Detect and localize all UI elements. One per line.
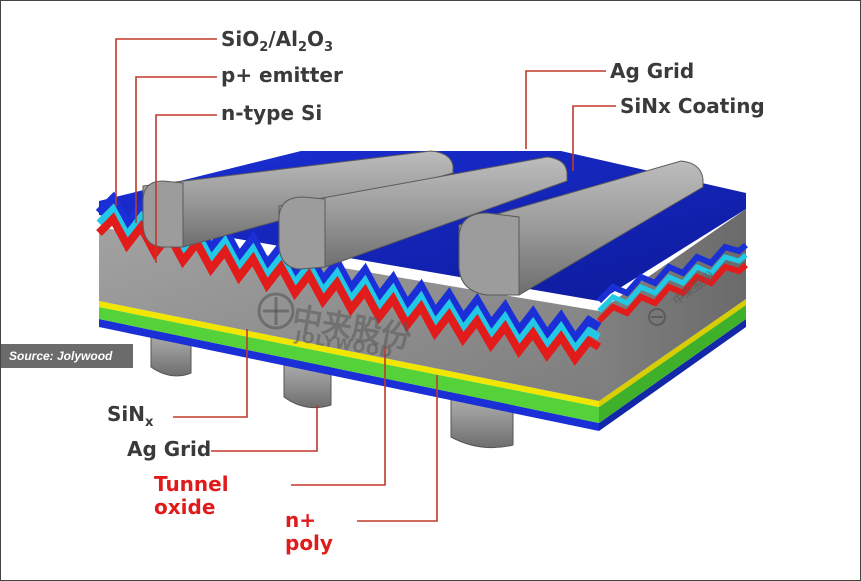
front-ag-fingers bbox=[142, 150, 704, 296]
leader-sinx-coating bbox=[572, 105, 616, 171]
jolywood-logo-mark bbox=[257, 292, 295, 330]
tunnel-oxide-side bbox=[599, 299, 746, 407]
label-ag-grid-rear: Ag Grid bbox=[127, 437, 212, 461]
label-tunnel-oxide: Tunnel oxide bbox=[154, 472, 229, 519]
leader-n-poly bbox=[357, 375, 438, 522]
tunnel-oxide-layer bbox=[99, 301, 599, 407]
side-zigzag-cyan bbox=[597, 253, 748, 313]
leader-ag-grid-top bbox=[525, 70, 606, 149]
n-poly-layer bbox=[99, 307, 599, 423]
side-zigzag-red bbox=[596, 262, 748, 324]
label-sio2-al2o3: SiO2/Al2O3 bbox=[221, 27, 334, 55]
source-credit: Source: Jolywood bbox=[1, 344, 133, 368]
side-logo-mark bbox=[648, 308, 666, 326]
p-emitter-zigzag bbox=[96, 212, 602, 366]
leader-sinx-bottom bbox=[173, 329, 248, 418]
n-poly-side bbox=[599, 305, 746, 423]
label-p-emitter: p+ emitter bbox=[221, 63, 343, 87]
silicon-body-side bbox=[599, 209, 746, 401]
leader-sio2 bbox=[115, 38, 217, 206]
rear-layer-stack bbox=[99, 299, 746, 431]
leader-lines bbox=[115, 38, 616, 522]
label-sinx-rear: SiNx bbox=[107, 402, 154, 430]
rear-sinx-side bbox=[599, 319, 746, 431]
leader-n-type bbox=[155, 114, 217, 263]
alox-zigzag bbox=[96, 203, 601, 356]
rear-sinx-layer bbox=[99, 319, 599, 431]
side-zigzag-blue bbox=[596, 242, 748, 304]
top-finger-3-cap bbox=[458, 212, 520, 296]
top-finger-2-cap bbox=[278, 196, 326, 270]
silicon-body-front bbox=[99, 227, 599, 401]
leader-tunnel-oxide bbox=[291, 347, 386, 486]
label-n-plus-poly: n+ poly bbox=[285, 508, 333, 555]
top-finger-1-cap bbox=[142, 180, 184, 248]
leader-p-emitter bbox=[135, 76, 217, 223]
leader-ag-grid-bottom bbox=[211, 405, 318, 452]
label-n-type-si: n-type Si bbox=[221, 101, 323, 125]
label-ag-grid-top: Ag Grid bbox=[610, 59, 695, 83]
label-sinx-coating: SiNx Coating bbox=[620, 94, 765, 118]
